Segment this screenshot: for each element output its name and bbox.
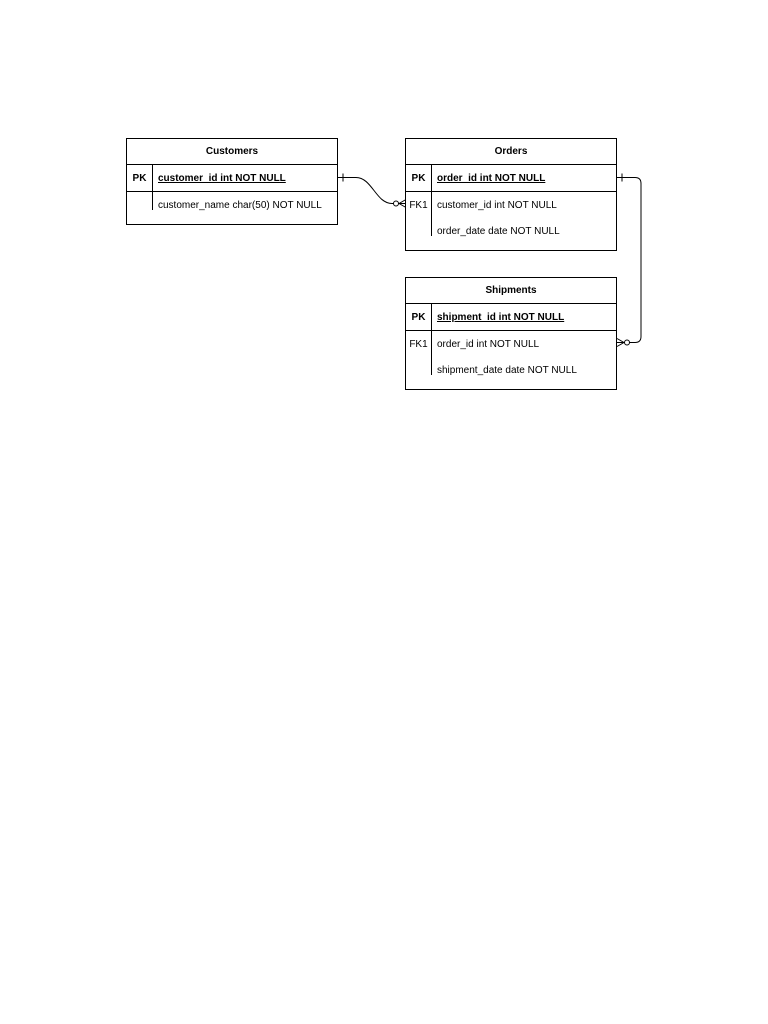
customers-orders-line <box>338 177 406 204</box>
field-label: order_date date NOT NULL <box>437 225 560 237</box>
table-row[interactable]: FK1 order_id int NOT NULL <box>406 331 616 357</box>
table-row[interactable]: customer_name char(50) NOT NULL <box>127 192 337 218</box>
orders-shipments-relationship <box>616 173 642 347</box>
orders-shipments-line <box>617 177 642 343</box>
zero-marker <box>393 200 399 207</box>
table-body: PK customer_id int NOT NULL customer_nam… <box>127 165 337 218</box>
shipments-table[interactable]: Shipments PK shipment_id int NOT NULL FK… <box>405 277 617 390</box>
field-label: customer_name char(50) NOT NULL <box>158 199 322 211</box>
key-label: FK1 <box>409 338 428 350</box>
field-label: shipment_date date NOT NULL <box>437 364 577 376</box>
table-title: Customers <box>127 139 337 165</box>
table-body: PK order_id int NOT NULL FK1 customer_id… <box>406 165 616 244</box>
key-label: PK <box>132 172 147 184</box>
orders-table[interactable]: Orders PK order_id int NOT NULL FK1 cust… <box>405 138 617 251</box>
table-row[interactable]: PK customer_id int NOT NULL <box>127 165 337 192</box>
customers-orders-relationship <box>338 173 407 208</box>
table-row[interactable]: PK order_id int NOT NULL <box>406 165 616 192</box>
zero-marker <box>624 339 630 346</box>
field-label: customer_id int NOT NULL <box>437 199 557 211</box>
many-marker <box>616 338 625 347</box>
table-row[interactable]: FK1 customer_id int NOT NULL <box>406 192 616 218</box>
field-label: order_id int NOT NULL <box>437 172 546 184</box>
field-label: customer_id int NOT NULL <box>158 172 286 184</box>
table-body: PK shipment_id int NOT NULL FK1 order_id… <box>406 304 616 383</box>
table-title: Shipments <box>406 278 616 304</box>
table-row[interactable]: shipment_date date NOT NULL <box>406 357 616 383</box>
key-column-divider <box>152 165 153 210</box>
key-label: PK <box>411 172 426 184</box>
field-label: order_id int NOT NULL <box>437 338 540 350</box>
key-label: PK <box>411 311 426 323</box>
table-row[interactable]: PK shipment_id int NOT NULL <box>406 304 616 331</box>
table-row[interactable]: order_date date NOT NULL <box>406 218 616 244</box>
field-label: shipment_id int NOT NULL <box>437 311 565 323</box>
key-label: FK1 <box>409 199 428 211</box>
customers-table[interactable]: Customers PK customer_id int NOT NULL cu… <box>126 138 338 225</box>
table-title: Orders <box>406 139 616 165</box>
key-column-divider <box>431 304 432 375</box>
key-column-divider <box>431 165 432 236</box>
